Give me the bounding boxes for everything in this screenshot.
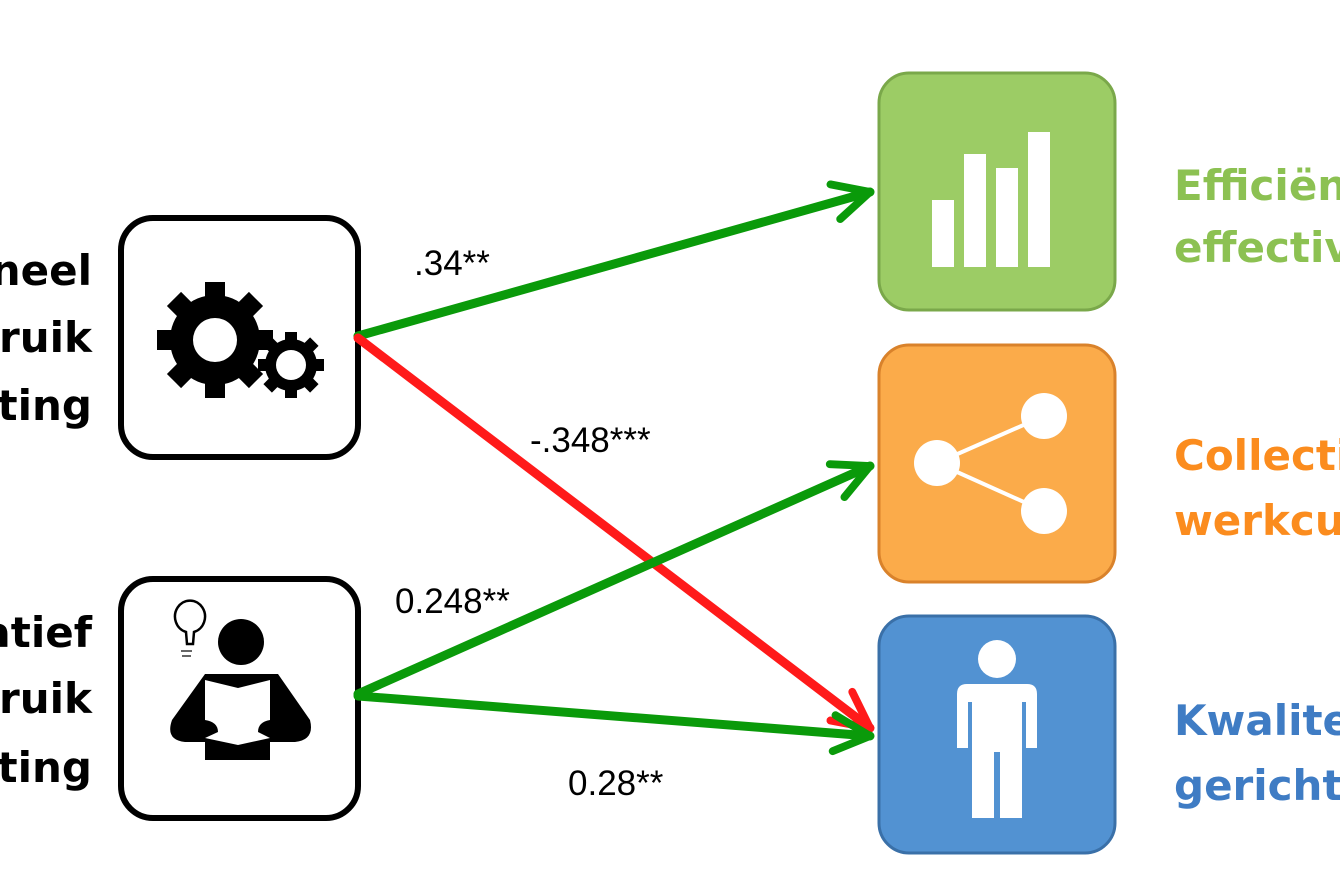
coefficient-label-2: -.348*** bbox=[530, 421, 651, 460]
coefficient-label-4: 0.28** bbox=[568, 764, 664, 803]
person-icon bbox=[957, 640, 1037, 818]
arrow-edge-2 bbox=[353, 333, 875, 733]
right-label-2-line-2: werkcu bbox=[1174, 496, 1340, 545]
right-label-1-line-2: effectiv bbox=[1174, 223, 1340, 272]
right-label-1-line-1: Efficiënt bbox=[1174, 161, 1340, 210]
left-label-1-line-3: ting bbox=[0, 381, 92, 430]
coefficient-label-3: 0.248** bbox=[395, 582, 510, 621]
left-label-2-line-3: ting bbox=[0, 743, 92, 792]
right-label-2-line-1: Collecti bbox=[1174, 431, 1340, 480]
left-label-2-line-1: atief bbox=[0, 608, 93, 657]
share-icon bbox=[914, 393, 1067, 534]
arrow-edge-4 bbox=[353, 691, 875, 756]
gears-icon bbox=[157, 282, 324, 398]
left-label-2-line-2: ruik bbox=[0, 674, 93, 723]
person-reading-lightbulb-icon bbox=[170, 599, 311, 760]
arrow-edge-1 bbox=[353, 180, 875, 341]
left-label-1-line-2: ruik bbox=[0, 313, 93, 362]
left-label-1-line-1: neel bbox=[0, 246, 92, 295]
arrow-edge-3 bbox=[353, 460, 875, 699]
right-label-3-line-2: gericht bbox=[1174, 761, 1340, 810]
bar-chart-icon bbox=[932, 132, 1050, 267]
coefficient-label-1: .34** bbox=[414, 244, 490, 283]
right-label-3-line-1: Kwalite bbox=[1174, 696, 1340, 745]
